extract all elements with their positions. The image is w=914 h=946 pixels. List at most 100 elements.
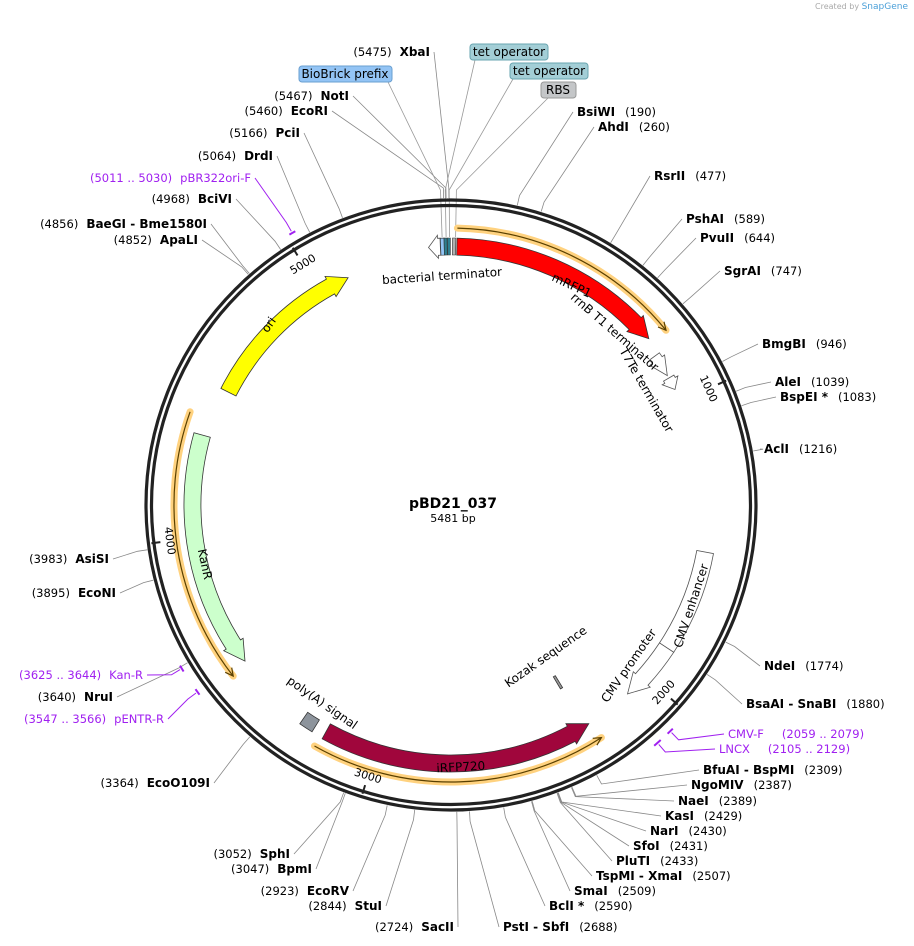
- site-label-acli[interactable]: AclI(1216): [764, 442, 837, 456]
- feature-kozak-sequence[interactable]: [552, 675, 564, 690]
- site-position: (190): [625, 105, 656, 119]
- feature-segment[interactable]: [452, 237, 457, 256]
- callout-rbs[interactable]: RBS: [540, 81, 577, 99]
- site-label-pluti[interactable]: PluTI(2433): [616, 854, 698, 868]
- feature-segment[interactable]: [443, 237, 448, 256]
- orf-arrowhead: [592, 736, 603, 746]
- site-label-baegi[interactable]: (4856)BaeGI - Bme1580I: [40, 217, 207, 231]
- site-label-tspmi[interactable]: TspMI - XmaI(2507): [596, 869, 731, 883]
- site-label-pvuii[interactable]: PvuII(644): [700, 231, 775, 245]
- site-label-bsaai[interactable]: BsaAI - SnaBI(1880): [746, 697, 885, 711]
- primer-range: (2105 .. 2129): [768, 742, 850, 756]
- feature-label-irfp720[interactable]: iRFP720: [436, 759, 485, 776]
- site-position: (2724): [375, 920, 413, 934]
- feature-kanr[interactable]: [183, 432, 246, 662]
- primer-label-cmv-f[interactable]: CMV-F(2059 .. 2079): [728, 727, 864, 741]
- site-label-nari[interactable]: NarI(2430): [650, 824, 727, 838]
- site-label-asisi[interactable]: (3983) AsiSI: [29, 552, 109, 566]
- callout-biobrick-prefix[interactable]: BioBrick prefix: [298, 65, 393, 83]
- site-label-apali[interactable]: (4852)ApaLI: [114, 233, 198, 247]
- feature-ori[interactable]: [220, 275, 349, 397]
- orf-arrowhead: [657, 321, 667, 332]
- primer-range: (3547 .. 3566): [24, 712, 106, 726]
- site-label-noti[interactable]: (5467)NotI: [274, 89, 349, 103]
- site-name: NruI: [84, 690, 113, 704]
- site-label-ndei[interactable]: NdeI(1774): [764, 659, 844, 673]
- site-label-stui[interactable]: (2844)StuI: [308, 899, 382, 913]
- site-label-xbai[interactable]: (5475)XbaI: [353, 45, 430, 59]
- primer-leader-line: [671, 732, 725, 741]
- credit-text: Created by: [815, 2, 860, 11]
- site-label-bmgbi[interactable]: BmgBI(946): [762, 337, 847, 351]
- site-position: (3983): [29, 552, 67, 566]
- site-position: (2430): [689, 824, 727, 838]
- feature-cmv-promoter[interactable]: [626, 642, 675, 695]
- site-label-pcii[interactable]: (5166)PciI: [229, 126, 300, 140]
- site-label-bsiwi[interactable]: BsiWI(190): [577, 105, 656, 119]
- site-position: (2309): [804, 763, 842, 777]
- site-label-smai[interactable]: SmaI(2509): [574, 884, 656, 898]
- site-label-alei[interactable]: AleI(1039): [775, 375, 849, 389]
- site-label-sfoi[interactable]: SfoI(2431): [633, 839, 708, 853]
- feature-mrfp1[interactable]: [456, 237, 650, 340]
- primer-leader-line: [167, 692, 197, 720]
- tick-label: 3000: [353, 766, 384, 787]
- site-label-bcivi[interactable]: (4968)BciVI: [152, 192, 232, 206]
- feature-irfp720[interactable]: [321, 723, 590, 773]
- site-label-rsrii[interactable]: RsrII(477): [654, 169, 726, 183]
- site-name: AsiSI: [75, 552, 109, 566]
- site-label-sacii[interactable]: (2724)SacII: [375, 920, 454, 934]
- site-label-sgrai[interactable]: SgrAI(747): [724, 264, 802, 278]
- primer-mark[interactable]: [288, 230, 296, 236]
- primer-leader-line: [658, 744, 716, 753]
- primer-name: CMV-F: [728, 727, 764, 741]
- site-name: PshAI: [686, 212, 724, 226]
- callout-leader-line: [387, 81, 443, 238]
- site-label-ecorv[interactable]: (2923)EcoRV: [261, 884, 350, 898]
- feature-t7te-terminator[interactable]: [661, 374, 679, 391]
- callout-tet-operator-1[interactable]: tet operator: [469, 43, 549, 61]
- site-label-bcli[interactable]: BclI *(2590): [549, 899, 633, 913]
- site-label-drdi[interactable]: (5064)DrdI: [198, 149, 273, 163]
- primer-mark[interactable]: [653, 739, 662, 747]
- feature-bacterial-terminator[interactable]: [427, 234, 442, 260]
- feature-label-kanr[interactable]: KanR: [195, 548, 215, 581]
- primer-mark[interactable]: [194, 688, 201, 696]
- plasmid-length: 5481 bp: [430, 512, 475, 525]
- site-name: BaeGI - Bme1580I: [86, 217, 207, 231]
- primer-label-pbr322ori-f[interactable]: (5011 .. 5030)pBR322ori-F: [90, 171, 251, 185]
- site-label-naei[interactable]: NaeI(2389): [678, 794, 757, 808]
- site-label-econi[interactable]: (3895)EcoNI: [32, 586, 116, 600]
- site-label-sphi[interactable]: (3052)SphI: [214, 847, 291, 861]
- site-label-bspei[interactable]: BspEI *(1083): [780, 390, 876, 404]
- feature-label-bacterial-terminator[interactable]: bacterial terminator: [382, 265, 503, 287]
- feature-segment[interactable]: [446, 237, 451, 256]
- site-leader-line: [385, 809, 416, 907]
- site-position: (3895): [32, 586, 70, 600]
- feature-rrnb-t1-terminator[interactable]: [649, 352, 668, 377]
- site-label-bpmi[interactable]: (3047)BpmI: [231, 862, 312, 876]
- site-label-nrui[interactable]: (3640)NruI: [38, 690, 113, 704]
- site-label-ecoo109i[interactable]: (3364)EcoO109I: [100, 776, 210, 790]
- site-label-kasi[interactable]: KasI(2429): [665, 809, 742, 823]
- primer-label-lncx[interactable]: LNCX(2105 .. 2129): [719, 742, 850, 756]
- site-label-pshai[interactable]: PshAI(589): [686, 212, 765, 226]
- site-label-ecori[interactable]: (5460)EcoRI: [244, 104, 328, 118]
- feature-track: [183, 234, 714, 773]
- primer-label-pentr-r[interactable]: (3547 .. 3566)pENTR-R: [24, 712, 164, 726]
- primer-mark[interactable]: [666, 727, 674, 735]
- feature-label-polya[interactable]: poly(A) signal: [285, 673, 360, 732]
- feature-poly-a-signal[interactable]: [299, 711, 320, 733]
- site-label-psti[interactable]: PstI - SbfI(2688): [503, 920, 617, 934]
- callout-tet-operator-2[interactable]: tet operator: [509, 62, 589, 80]
- site-leader-line: [571, 787, 675, 802]
- site-label-ahdi[interactable]: AhdI(260): [598, 120, 670, 134]
- feature-label-kozak[interactable]: Kozak sequence: [502, 623, 589, 690]
- site-label-bfuai[interactable]: BfuAI - BspMI(2309): [703, 763, 843, 777]
- primer-mark[interactable]: [179, 665, 185, 673]
- primer-label-kan-r[interactable]: (3625 .. 3644)Kan-R: [19, 668, 143, 682]
- site-label-ngomiv[interactable]: NgoMIV(2387): [691, 778, 792, 792]
- site-position: (4852): [114, 233, 152, 247]
- site-name: NdeI: [764, 659, 795, 673]
- orf-line: [173, 411, 234, 677]
